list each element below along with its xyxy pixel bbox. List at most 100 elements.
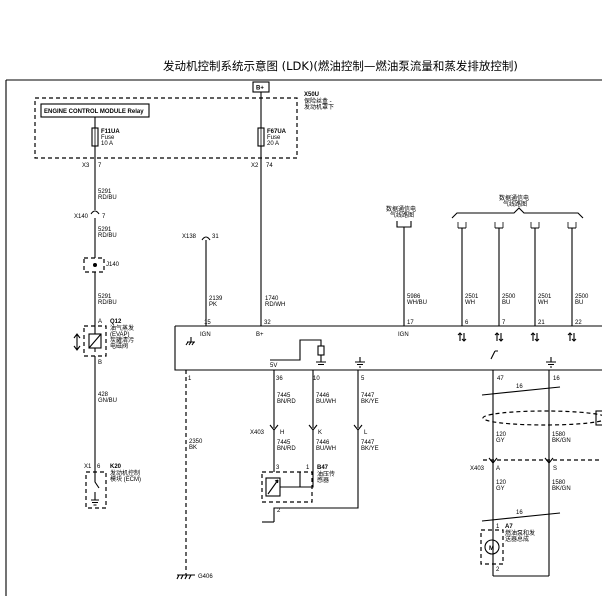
svg-text:RD/BU: RD/BU [98,300,117,306]
svg-text:428: 428 [98,392,109,398]
sensor-wires-lower [273,430,359,470]
svg-text:B+: B+ [256,332,264,338]
svg-text:RD/BU: RD/BU [98,195,117,201]
sensor-wires-upper [273,370,359,428]
svg-text:IGN: IGN [398,332,409,338]
svg-text:BU/WH: BU/WH [316,446,336,452]
fuse2-rating: 20 A [267,141,279,147]
svg-text:1: 1 [496,524,500,530]
svg-text:气线路图: 气线路图 [390,211,414,219]
svg-text:7447: 7447 [361,440,375,446]
svg-text:L: L [364,430,368,436]
svg-text:BN/RD: BN/RD [277,399,296,405]
fuse1-word: Fuse [101,135,115,141]
svg-text:油气蒸发: 油气蒸发 [110,324,134,332]
svg-text:1740: 1740 [265,296,279,302]
svg-text:数据通信电: 数据通信电 [386,205,416,213]
svg-text:电磁阀: 电磁阀 [110,342,128,350]
svg-text:(EVAP): (EVAP) [110,332,130,338]
svg-text:K20: K20 [110,464,122,470]
fuel-pump-a7 [480,529,504,565]
svg-text:5V: 5V [270,363,277,369]
high-side-switch-icon [490,350,498,360]
svg-text:X138: X138 [182,234,197,240]
svg-text:7446: 7446 [316,393,330,399]
svg-text:120: 120 [496,432,507,438]
svg-text:BK/YE: BK/YE [361,399,379,405]
svg-text:BN/RD: BN/RD [277,446,296,452]
ecm-relay-label: ENGINE CONTROL MODULE Relay [44,109,144,115]
svg-text:WH: WH [465,300,475,306]
svg-text:2350: 2350 [189,439,203,445]
svg-text:2500: 2500 [502,294,516,300]
svg-text:1: 1 [306,465,310,471]
svg-text:16: 16 [553,376,560,382]
outer-frame [5,79,602,596]
svg-text:17: 17 [407,320,414,326]
svg-text:2501: 2501 [538,294,552,300]
svg-text:7447: 7447 [361,393,375,399]
svg-text:16: 16 [516,510,523,516]
svg-text:A7: A7 [505,524,513,530]
bplus-label: B+ [256,86,264,92]
svg-text:120: 120 [496,480,507,486]
svg-text:21: 21 [538,320,545,326]
svg-text:WH: WH [538,300,548,306]
svg-text:6: 6 [97,464,101,470]
svg-text:B: B [98,360,102,366]
svg-text:7445: 7445 [277,393,291,399]
wire-shield [482,410,602,426]
svg-text:BU: BU [575,300,583,306]
svg-text:5: 5 [361,376,365,382]
svg-text:A: A [98,319,102,325]
svg-text:IGN: IGN [200,332,211,338]
ground-g406-icon [176,574,195,580]
svg-text:RD/WH: RD/WH [265,302,285,308]
svg-text:2139: 2139 [209,296,223,302]
svg-text:7: 7 [102,214,106,220]
svg-text:X1: X1 [84,464,92,470]
low-ref-ground-icon [355,357,365,368]
svg-text:36: 36 [276,376,283,382]
svg-text:RD/BU: RD/BU [98,233,117,239]
svg-text:燃油泵和发: 燃油泵和发 [505,529,535,537]
fuse2-id: F67UA [267,129,287,135]
svg-text:5986: 5986 [407,294,421,300]
svg-text:BU/WH: BU/WH [316,399,336,405]
fuse2-conn: X2 [251,163,259,169]
svg-text:J140: J140 [106,262,120,268]
svg-text:发动机控制: 发动机控制 [110,469,140,477]
svg-text:5291: 5291 [98,189,112,195]
svg-text:5291: 5291 [98,294,112,300]
svg-text:油压传: 油压传 [317,470,335,478]
ecm-k20-driver [85,471,107,509]
fuse1-rating: 10 A [101,141,113,147]
bidirectional-arrow-icons [457,332,577,342]
svg-text:5291: 5291 [98,227,112,233]
svg-text:7445: 7445 [277,440,291,446]
fuse2-pin: 74 [266,163,273,169]
motor-icon [484,539,500,555]
fuse1-id: F11UA [101,129,120,135]
svg-text:感器: 感器 [317,476,329,484]
svg-text:BK/GN: BK/GN [552,438,571,444]
svg-text:B47: B47 [317,465,329,471]
comm-link-1 [396,221,412,326]
x140-connector [90,210,100,215]
svg-text:数据通信电: 数据通信电 [499,194,529,202]
low-side-driver-icon [91,470,100,506]
svg-text:10: 10 [313,376,320,382]
svg-text:K: K [318,430,322,436]
twisted-pair-marker-upper [481,386,561,396]
svg-text:S: S [553,466,557,472]
svg-text:BU: BU [502,300,510,306]
svg-text:PK: PK [209,302,217,308]
svg-text:BK: BK [189,445,197,451]
svg-text:BK/GN: BK/GN [552,486,571,492]
svg-text:GY: GY [496,486,505,492]
twisted-pair-marker-lower [481,512,561,522]
svg-text:X403: X403 [470,466,485,472]
svg-text:2: 2 [496,567,500,573]
x50u-id: X50U [304,92,319,98]
